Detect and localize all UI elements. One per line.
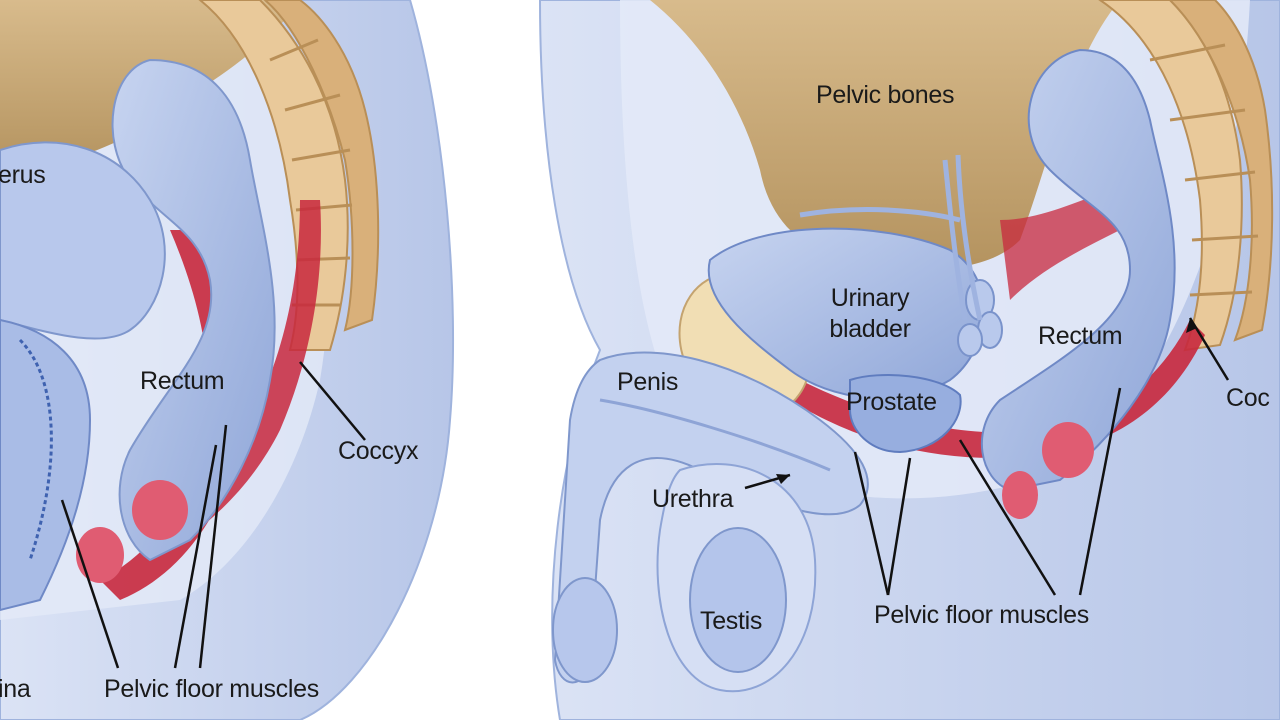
- label-pelvic-floor-muscles-female: Pelvic floor muscles: [104, 675, 319, 703]
- label-urethra: Urethra: [652, 485, 734, 513]
- label-urinary-bladder-line1: Urinary: [830, 284, 910, 312]
- male-vas-deferens: [799, 154, 983, 321]
- male-leader-lines: [744, 317, 1230, 596]
- male-pelvic-bones: [650, 0, 1120, 269]
- male-pelvis-diagram: [538, 0, 1280, 721]
- male-muscle-cross-section-2: [1002, 471, 1038, 519]
- female-uterus: [0, 141, 166, 340]
- male-sacrum-coccyx: [1098, 0, 1274, 352]
- label-uterus: erus: [0, 161, 46, 189]
- label-prostate: Prostate: [846, 388, 937, 416]
- male-pelvic-floor-muscle-upper: [1000, 190, 1120, 300]
- label-rectum-male: Rectum: [1038, 322, 1123, 350]
- label-coccyx-female: Coccyx: [338, 437, 419, 465]
- male-leader-arrowheads: [776, 318, 1197, 484]
- female-muscle-cross-section-2: [76, 527, 124, 583]
- female-leader-lines: [60, 361, 366, 669]
- label-penis: Penis: [617, 368, 679, 396]
- label-rectum-female: Rectum: [140, 367, 225, 395]
- male-testis: [689, 527, 787, 673]
- label-testis: Testis: [700, 607, 763, 635]
- female-vagina: [0, 318, 92, 612]
- label-pelvic-floor-muscles-male: Pelvic floor muscles: [874, 601, 1089, 629]
- label-coccyx-male: Coc: [1226, 384, 1270, 412]
- label-urinary-bladder-line2: bladder: [829, 315, 911, 343]
- female-muscle-cross-section-1: [132, 480, 188, 540]
- label-vagina: ina: [0, 675, 31, 703]
- male-glans: [552, 577, 618, 683]
- male-muscle-cross-section-1: [1042, 422, 1094, 478]
- male-rectum: [980, 48, 1176, 492]
- male-urinary-bladder: [707, 227, 985, 400]
- male-prostate: [849, 374, 962, 454]
- label-pelvic-bones: Pelvic bones: [816, 81, 955, 109]
- female-pelvis-diagram: [0, 0, 455, 721]
